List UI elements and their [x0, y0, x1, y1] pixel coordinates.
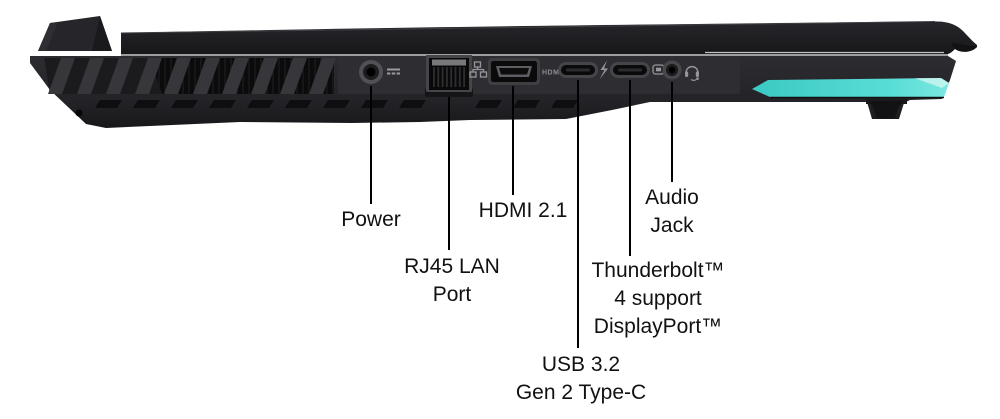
rj45-label-line: Port — [432, 283, 472, 306]
usb-label-line: USB 3.2 — [541, 353, 621, 376]
lid-hook — [951, 43, 977, 52]
hdmi-label: HDMI 2.1 — [479, 197, 568, 225]
front-foot — [866, 99, 907, 119]
power-label-line: Power — [341, 208, 401, 231]
usb-type-c-label: USB 3.2 Gen 2 Type-C — [516, 351, 646, 407]
usb-c-port-1 — [558, 62, 598, 78]
hdmi-port — [488, 58, 540, 85]
audio-label-line: Audio — [645, 186, 699, 209]
lid-rear-flap — [38, 16, 112, 51]
audio-label-line: Jack — [650, 214, 694, 237]
vent-slats — [48, 58, 336, 94]
audio-jack-port — [662, 60, 682, 80]
thunderbolt-label-line: 4 support — [614, 287, 702, 310]
usb-label-line: Gen 2 Type-C — [515, 381, 647, 404]
audio-jack-label: Audio Jack — [645, 184, 699, 240]
thunderbolt-label-line: Thunderbolt™ — [591, 259, 725, 282]
rj45-port — [425, 55, 473, 97]
front-light-bar — [752, 78, 949, 99]
callout-lines — [370, 80, 673, 348]
usb-c-port-2 — [610, 62, 650, 78]
dc-in-icon — [387, 68, 400, 75]
headset-icon — [685, 65, 699, 81]
lock-slot — [75, 109, 83, 117]
power-label: Power — [341, 206, 401, 234]
thunderbolt-icon — [599, 60, 608, 80]
rj45-lan-label: RJ45 LAN Port — [404, 253, 500, 309]
laptop-lid — [120, 21, 977, 55]
ethernet-icon — [469, 61, 488, 78]
vent-slits — [95, 100, 578, 108]
thunderbolt-label: Thunderbolt™ 4 support DisplayPort™ — [591, 257, 724, 341]
thunderbolt-label-line: DisplayPort™ — [593, 315, 723, 338]
rj45-label-line: RJ45 LAN — [404, 255, 500, 278]
exhaust-vents — [44, 58, 578, 108]
power-port — [359, 60, 383, 84]
hdmi-marking: HDMI — [542, 70, 562, 77]
hdmi-label-line: HDMI 2.1 — [478, 199, 568, 222]
